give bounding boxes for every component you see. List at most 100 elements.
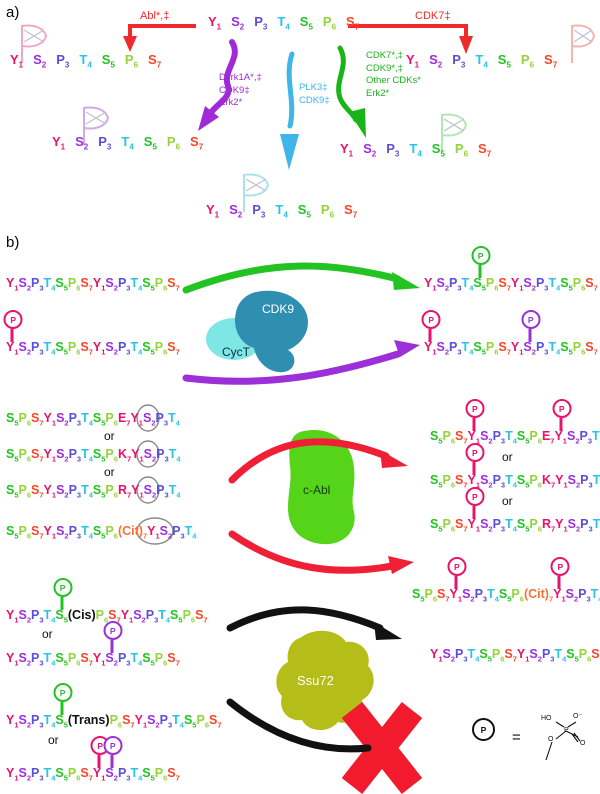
- residue-P6: P6: [491, 647, 505, 664]
- residue-S5: S5: [55, 340, 68, 357]
- residue-S2: S2: [18, 713, 32, 730]
- residue-S7: S7: [344, 202, 358, 220]
- residue-P6: P6: [105, 524, 118, 541]
- residue-S7: S7: [80, 766, 93, 783]
- residue-P3: P3: [68, 411, 82, 428]
- phosphate-marker: P: [53, 578, 73, 610]
- residue-T4: T4: [43, 766, 56, 783]
- residue-T4: T4: [168, 483, 181, 500]
- residue-S7: S7: [167, 766, 180, 783]
- residue-S2: S2: [231, 14, 245, 32]
- sub-abl-E: S5P6S7Y1S2P3T4S5P6E7Y1S2P3T4: [6, 411, 180, 428]
- residue-P3: P3: [117, 340, 131, 357]
- residue-Y1: Y1: [134, 713, 148, 730]
- residue-S7: S7: [190, 134, 204, 152]
- kinase-label-cdk9-blue: CDK9‡: [299, 94, 330, 106]
- residue-S2: S2: [436, 340, 450, 357]
- residue-P3: P3: [474, 587, 488, 604]
- kinase-label-cdk7-green: CDK7*,‡: [366, 50, 403, 61]
- residue-(Cit)7: (Cit)7: [523, 587, 554, 604]
- residue-T4: T4: [409, 141, 422, 159]
- kinase-label-abl: Abl*,‡: [140, 10, 170, 22]
- reaction-arrow-ssu72-bottom: [226, 698, 372, 753]
- residue-T4: T4: [461, 340, 474, 357]
- residue-K7: K7: [541, 473, 556, 490]
- prod-abl-R: S5P6S7Y1PS2P3T4S5P6R7Y1S2P3T4: [430, 487, 600, 534]
- residue-P3: P3: [68, 524, 82, 541]
- residue-T4: T4: [81, 524, 93, 541]
- phosphate-circle: P: [471, 246, 491, 265]
- phosphate-marker: P: [3, 310, 23, 342]
- residue-P3: P3: [535, 276, 549, 293]
- residue-S5: S5: [516, 473, 530, 490]
- residue-S5: S5: [412, 587, 425, 604]
- phosphate-marker: P: [552, 399, 572, 431]
- residue-S5: S5: [92, 524, 106, 541]
- residue-P3: P3: [56, 52, 70, 70]
- residue-S5: S5: [142, 276, 155, 293]
- residue-S7: S7: [585, 276, 598, 293]
- residue-P6: P6: [529, 473, 542, 490]
- residue-P6: P6: [196, 713, 209, 730]
- residue-S7: S7: [455, 473, 468, 490]
- residue-T4: T4: [130, 651, 143, 668]
- conformation-label: (Trans): [67, 713, 110, 727]
- residue-P6: P6: [442, 517, 456, 534]
- residue-S5: S5: [299, 14, 313, 32]
- residue-P6: P6: [105, 483, 118, 500]
- residue-S7: S7: [31, 411, 44, 428]
- residue-P6: P6: [511, 587, 524, 604]
- residue-S5: S5: [6, 483, 19, 500]
- residue-S5: S5: [473, 340, 486, 357]
- residue-P6: P6: [18, 483, 32, 500]
- residue-P6: P6: [454, 141, 469, 159]
- phosphate-circle: P: [465, 487, 485, 506]
- residue-T4: T4: [130, 340, 143, 357]
- residue-P6: P6: [529, 517, 542, 534]
- residue-S7: S7: [167, 651, 180, 668]
- phosphate-marker: P: [550, 557, 570, 589]
- residue-Y1: Y1: [6, 608, 19, 625]
- residue-S5: S5: [566, 647, 579, 664]
- residue-S2: S2: [566, 429, 580, 446]
- residue-Y1: Y1: [120, 608, 134, 625]
- residue-S5: S5: [430, 473, 443, 490]
- residue-Y1: Y1: [131, 447, 144, 464]
- residue-T4: T4: [505, 429, 517, 446]
- residue-S5: S5: [183, 713, 197, 730]
- arrow-plk3: [280, 51, 299, 170]
- phosphate-stem: [482, 741, 485, 763]
- phospho-flag-icon: [571, 24, 596, 63]
- phosphate-circle: P: [550, 557, 570, 576]
- residue-S7: S7: [498, 276, 511, 293]
- kinase-label-dyrk-group: Dyrk1A*,‡ CDK9‡ Erk2*: [219, 72, 262, 110]
- enzyme-label-cyct: CycT: [222, 345, 250, 359]
- residue-K7: K7: [117, 447, 132, 464]
- residue-S5: S5: [142, 651, 155, 668]
- residue-T4: T4: [43, 608, 56, 625]
- residue-P3: P3: [541, 647, 555, 664]
- residue-S7: S7: [80, 651, 93, 668]
- reaction-arrow-cabl-bottom: [228, 530, 414, 574]
- residue-T4: T4: [130, 276, 143, 293]
- residue-Y1: Y1: [131, 483, 144, 500]
- residue-Y1: Y1: [430, 647, 443, 664]
- enzyme-label-cabl: c-Abl: [303, 483, 331, 497]
- residue-P3: P3: [492, 473, 506, 490]
- residue-S5: S5: [297, 202, 311, 220]
- prod-abl-E: S5P6S7Y1PS2P3T4S5P6E7Y1PS2P3T4: [430, 399, 600, 446]
- residue-P3: P3: [452, 52, 466, 70]
- sub-abl-R: S5P6S7Y1S2P3T4S5P6R7Y1S2P3T4: [6, 483, 181, 500]
- kinase-label-erk2-purple: Erk2*: [219, 97, 243, 108]
- enzyme-label-cdk9: CDK9: [262, 302, 295, 316]
- residue-S5: S5: [55, 651, 68, 668]
- residue-E7: E7: [117, 411, 131, 428]
- residue-P6: P6: [485, 340, 499, 357]
